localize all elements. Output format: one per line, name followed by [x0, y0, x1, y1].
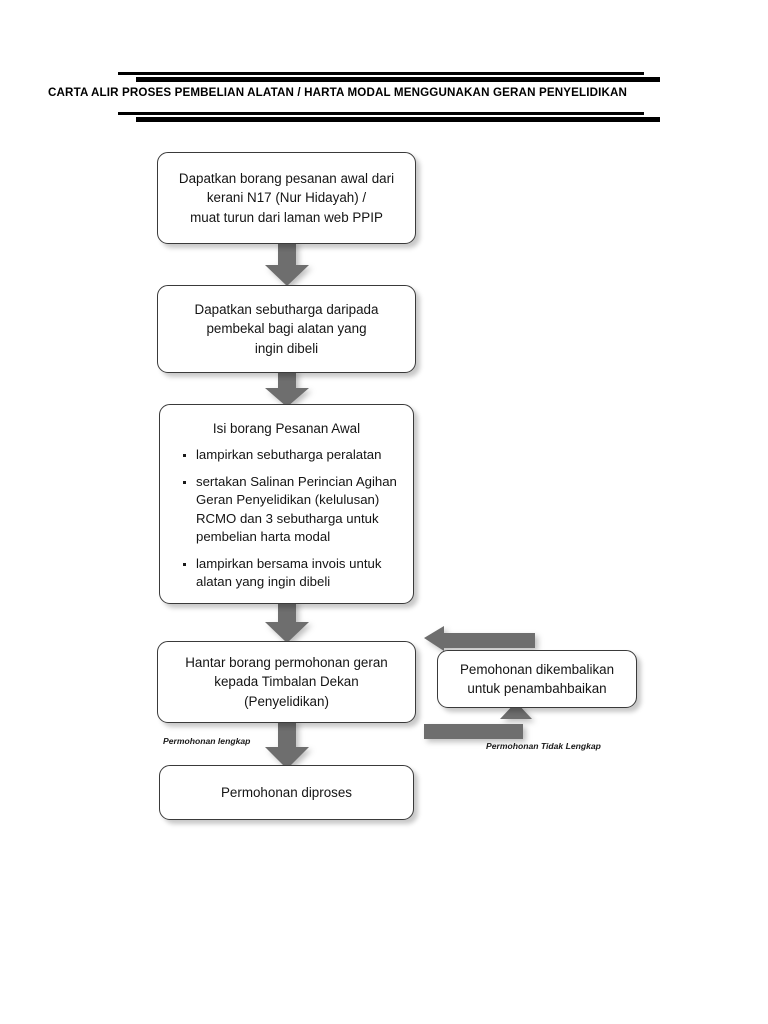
arrow-down-icon [263, 241, 311, 287]
edge-label-permohonan-tidak-lengkap: Permohonan Tidak Lengkap [486, 741, 601, 751]
edge-label-permohonan-lengkap: Permohonan lengkap [163, 736, 251, 746]
flow-node-line: ingin dibeli [254, 340, 319, 356]
flow-node-line: Permohonan diproses [220, 784, 352, 800]
flow-node-line: muat turun dari laman web PPIP [190, 209, 383, 225]
list-item: sertakan Salinan Perincian Agihan Geran … [180, 473, 397, 546]
arrow-left-return-icon [424, 624, 536, 654]
title-rule-bottom-thin [118, 112, 644, 115]
flow-node-line: kepada Timbalan Dekan [214, 674, 359, 690]
flow-node-isi-borang-pesanan-awal: Isi borang Pesanan Awal lampirkan sebuth… [159, 404, 414, 604]
flow-node-dapatkan-sebutharga: Dapatkan sebutharga daripada pembekal ba… [157, 285, 416, 373]
flow-node-line: kerani N17 (Nur Hidayah) / [206, 190, 367, 206]
flow-node-heading: Isi borang Pesanan Awal [212, 421, 361, 436]
flow-node-line: pembekal bagi alatan yang [206, 321, 367, 337]
arrow-up-return-icon [424, 702, 536, 740]
arrow-down-icon [263, 720, 311, 770]
title-rule-top-thick [136, 77, 660, 82]
flow-node-dapatkan-borang: Dapatkan borang pesanan awal dari kerani… [157, 152, 416, 244]
list-item: lampirkan bersama invois untuk alatan ya… [180, 555, 397, 591]
flow-node-line: Dapatkan sebutharga daripada [194, 302, 379, 318]
flow-node-pemohonan-dikembalikan: Pemohonan dikembalikan untuk penambahbai… [437, 650, 637, 708]
list-item: lampirkan sebutharga peralatan [180, 446, 397, 464]
title-rule-top-thin [118, 72, 644, 75]
flow-node-permohonan-diproses: Permohonan diproses [159, 765, 414, 820]
title-rule-bottom-thick [136, 117, 660, 122]
flow-node-hantar-borang-permohonan: Hantar borang permohonan geran kepada Ti… [157, 641, 416, 723]
title-block: CARTA ALIR PROSES PEMBELIAN ALATAN / HAR… [0, 68, 768, 130]
flow-node-line: Pemohonan dikembalikan [459, 661, 615, 677]
arrow-down-icon [263, 600, 311, 644]
flow-node-line: Hantar borang permohonan geran [185, 655, 388, 671]
flow-node-bullet-list: lampirkan sebutharga peralatan sertakan … [176, 446, 397, 592]
flow-node-line: Dapatkan borang pesanan awal dari [178, 171, 395, 187]
flow-node-line: (Penyelidikan) [244, 693, 329, 709]
flow-node-line: untuk penambahbaikan [467, 681, 607, 696]
arrow-down-icon [263, 370, 311, 408]
page-title: CARTA ALIR PROSES PEMBELIAN ALATAN / HAR… [48, 86, 628, 99]
